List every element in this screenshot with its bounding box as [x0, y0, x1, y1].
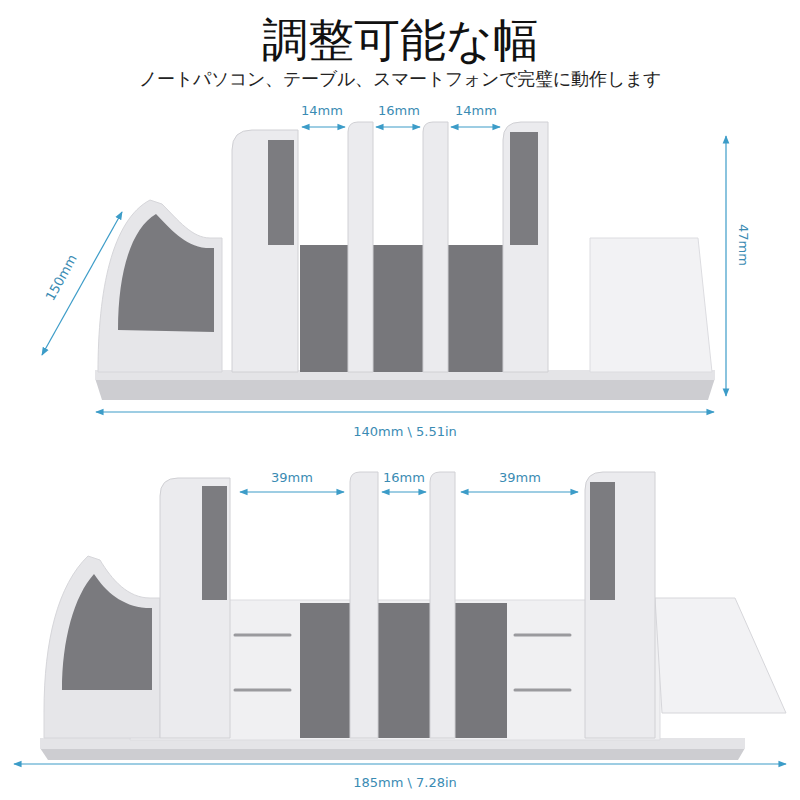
- divider-face: [590, 482, 615, 600]
- dimension-label: 14mm: [455, 104, 497, 119]
- floor-pad: [378, 603, 430, 738]
- slot: [235, 634, 290, 637]
- divider: [430, 472, 455, 738]
- dimension-line: [451, 126, 500, 127]
- dimension-line: [461, 491, 578, 492]
- dimension-line: [302, 126, 345, 127]
- floor-pad: [448, 245, 503, 372]
- dimension-line: [382, 491, 426, 492]
- left-cradle: [98, 200, 222, 372]
- dimension-label: 39mm: [271, 471, 313, 486]
- floor-pad: [373, 245, 423, 372]
- divider-face: [268, 140, 294, 245]
- cradle-pad: [118, 214, 214, 332]
- left-cradle: [44, 556, 160, 738]
- dimension-line: [14, 763, 786, 764]
- divider: [350, 472, 378, 738]
- right-platform: [590, 238, 712, 372]
- base-slots: [235, 635, 570, 690]
- dimension-label: 47mm: [736, 224, 751, 266]
- slot: [515, 689, 570, 692]
- dimension-line: [725, 136, 726, 396]
- slot: [515, 634, 570, 637]
- divider: [423, 122, 448, 372]
- divider: [503, 122, 548, 372]
- dimension-lines: [42, 127, 726, 412]
- dimension-line: [240, 491, 344, 492]
- subtitle: ノートパソコン、テーブル、スマートフォンで完璧に動作します: [139, 69, 661, 90]
- slot: [235, 689, 290, 692]
- dimension-label: 39mm: [499, 471, 541, 486]
- base-shadow: [95, 378, 715, 400]
- right-platform: [655, 598, 786, 713]
- page-title: 調整可能な幅: [262, 14, 539, 67]
- floor-pad: [300, 603, 350, 738]
- divider-face: [202, 486, 227, 600]
- divider: [348, 122, 373, 372]
- divider: [232, 130, 298, 372]
- base-shadow: [40, 748, 745, 760]
- divider: [585, 472, 655, 738]
- divider-face: [510, 132, 538, 245]
- dimension-label: 140mm \ 5.51in: [353, 425, 457, 440]
- dimension-label: 16mm: [378, 104, 420, 119]
- dimension-lines: [14, 492, 786, 764]
- dimension-label: 185mm \ 7.28in: [353, 776, 457, 791]
- narrow-stand: [95, 122, 715, 400]
- cradle-pad: [62, 574, 152, 690]
- floor-pad: [300, 245, 348, 372]
- dimension-line: [96, 411, 714, 412]
- floor-pad: [455, 603, 507, 738]
- divider: [160, 478, 230, 738]
- dimension-line: [42, 212, 122, 355]
- dimension-label: 16mm: [383, 471, 425, 486]
- dimension-label: 14mm: [301, 104, 343, 119]
- wide-stand: [40, 472, 786, 760]
- dimension-line: [376, 126, 420, 127]
